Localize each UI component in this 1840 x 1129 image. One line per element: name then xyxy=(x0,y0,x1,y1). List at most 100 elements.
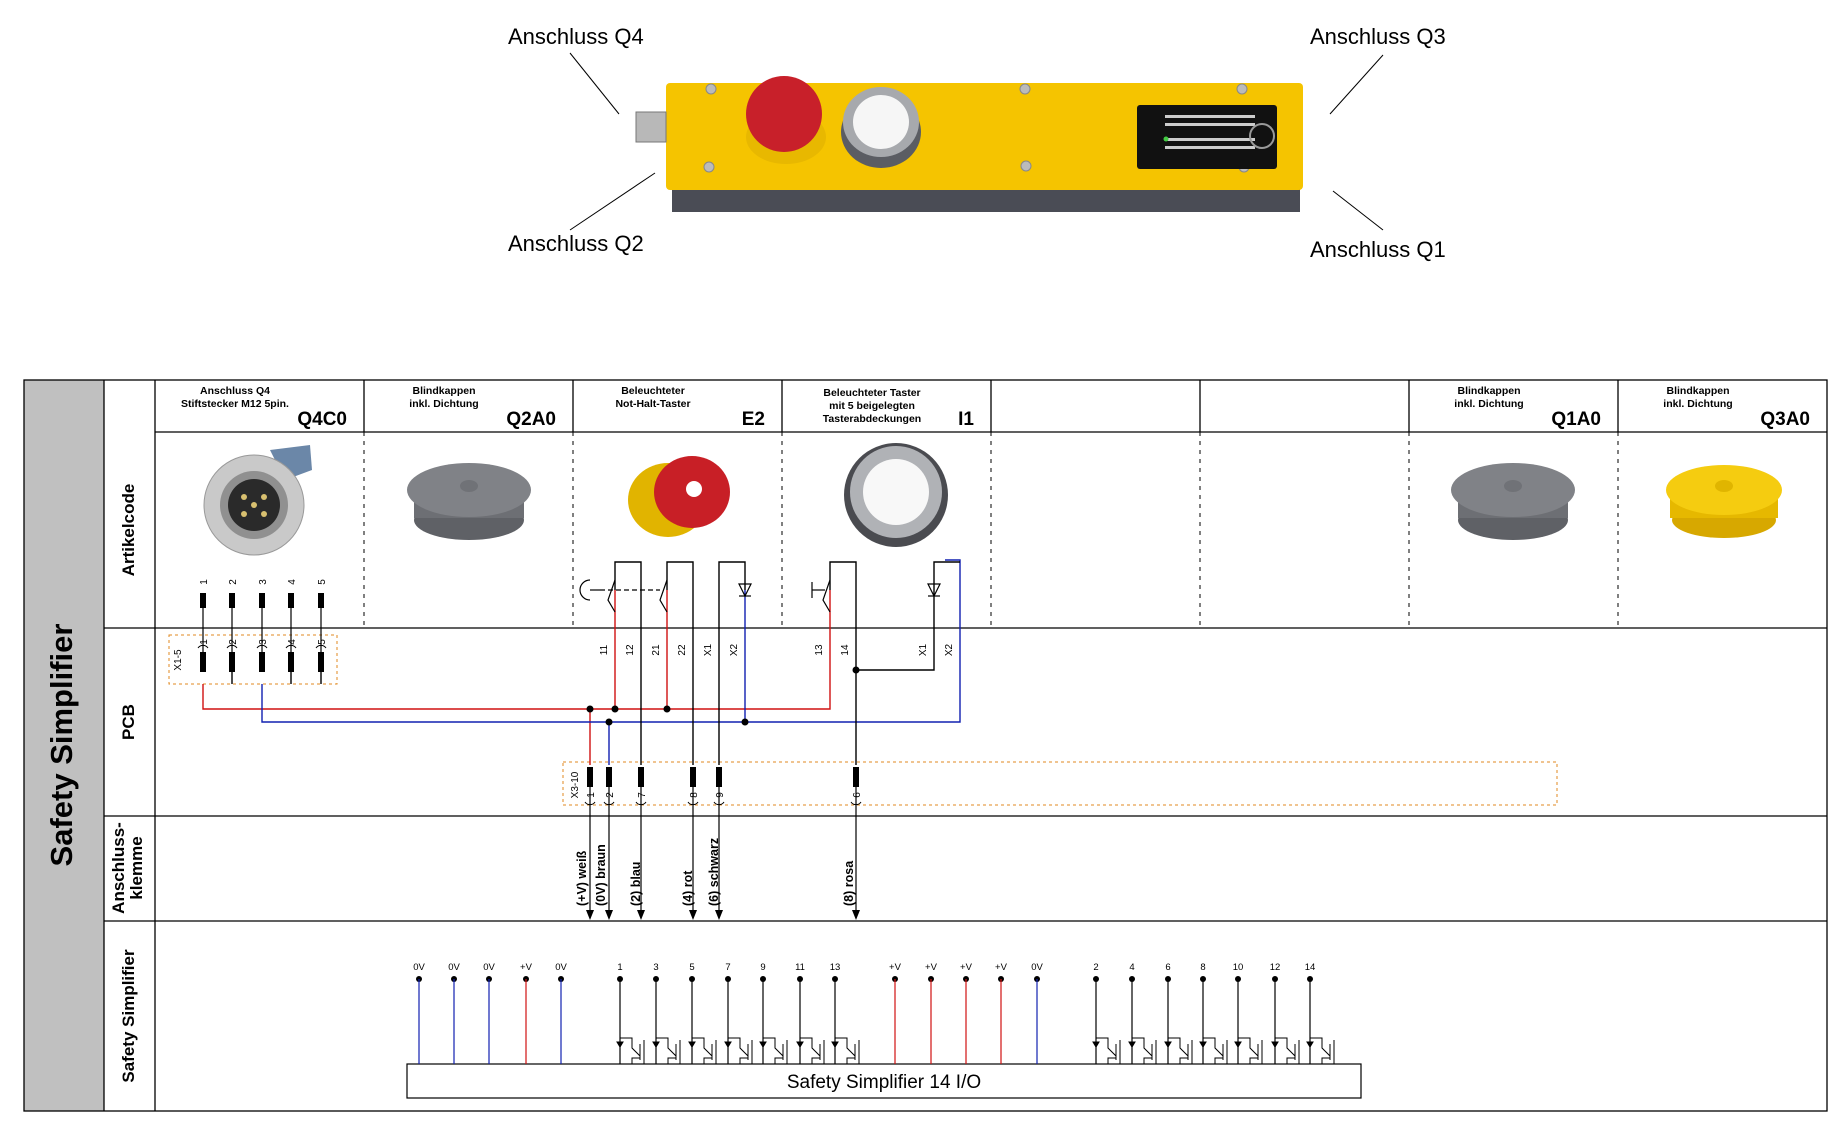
column-desc: inkl. Dichtung xyxy=(409,398,478,410)
pin-block xyxy=(318,593,324,608)
illuminated-button-i1-image xyxy=(844,443,948,547)
terminal-label: +V xyxy=(520,962,533,973)
arrow-down-icon xyxy=(689,910,697,920)
transistor-icon xyxy=(1164,1037,1193,1064)
transistor-icon xyxy=(1092,1037,1121,1064)
wire-label: (4) rot xyxy=(681,870,695,906)
e2-contact-label: 21 xyxy=(651,644,662,656)
callout-q4: Anschluss Q4 xyxy=(508,24,644,49)
connector-x1-box xyxy=(168,634,338,685)
terminal-label: 8 xyxy=(1200,962,1205,973)
connector-pin-label: 5 xyxy=(317,579,328,585)
wire-label: (+V) weiß xyxy=(575,850,589,906)
terminal-label: +V xyxy=(925,962,938,973)
connector-x3-label: X3-10 xyxy=(570,771,581,798)
illuminated-button-icon xyxy=(853,95,909,149)
transistor-icon xyxy=(1306,1037,1335,1064)
socket-icon xyxy=(197,644,209,649)
side-title: Safety Simplifier xyxy=(44,624,79,867)
terminal-label: +V xyxy=(995,962,1008,973)
transistor-icon xyxy=(1199,1037,1228,1064)
socket-number: 1 xyxy=(586,792,597,798)
column-dividers xyxy=(363,432,1619,628)
pin-block xyxy=(587,767,593,787)
socket-number: 3 xyxy=(258,639,269,645)
column-desc: Blindkappen xyxy=(1457,385,1520,397)
terminal-label: 2 xyxy=(1093,962,1098,973)
estop-contact-symbol xyxy=(579,579,668,613)
article-code: I1 xyxy=(958,409,974,430)
m12-connector-stub xyxy=(635,111,667,143)
pin-block xyxy=(690,767,696,787)
transistor-icon xyxy=(759,1037,788,1064)
e2-contact-label: 11 xyxy=(599,644,610,655)
transistor-icon xyxy=(652,1037,681,1064)
e2-contact-label: 22 xyxy=(677,644,688,656)
e2-contact-label: X2 xyxy=(729,643,740,656)
socket-number: 2 xyxy=(228,639,239,645)
e2-contact-label: X1 xyxy=(703,643,714,656)
terminal-label: 0V xyxy=(555,962,567,973)
table-grid xyxy=(23,379,1828,1112)
wire-label: (8) rosa xyxy=(842,860,856,906)
article-code: Q1A0 xyxy=(1551,409,1601,430)
transistor-icon xyxy=(1128,1037,1157,1064)
pin-block xyxy=(259,652,265,672)
terminal-label: 0V xyxy=(413,962,425,973)
terminal-label: 9 xyxy=(760,962,765,973)
article-code: E2 xyxy=(742,409,765,430)
socket-icon xyxy=(315,644,327,649)
row-label-anschluss: Anschluss- xyxy=(109,822,128,914)
transistor-icon xyxy=(1271,1037,1300,1064)
column-desc: Not-Halt-Taster xyxy=(615,398,690,410)
terminal-label: 3 xyxy=(653,962,658,973)
callout-q2: Anschluss Q2 xyxy=(508,231,644,256)
pin-block xyxy=(200,593,206,608)
pushbutton-contact-symbol xyxy=(811,579,831,613)
i1-contact-label: X2 xyxy=(944,643,955,656)
socket-number: 7 xyxy=(637,792,648,798)
terminal-wires: (+V) weiß(0V) braun(2) blau(4) rot(6) sc… xyxy=(575,787,860,920)
terminal-label: 0V xyxy=(1031,962,1043,973)
pin-block xyxy=(318,652,324,672)
row-label-safety-simplifier: Safety Simplifier xyxy=(119,949,138,1083)
row-label-artikelcode: Artikelcode xyxy=(119,484,138,577)
transistor-icon xyxy=(616,1037,645,1064)
pin-block xyxy=(200,652,206,672)
column-desc: Stiftstecker M12 5pin. xyxy=(181,398,289,410)
terminal-label: +V xyxy=(960,962,973,973)
column-desc: Tasterabdeckungen xyxy=(823,413,921,425)
socket-number: 2 xyxy=(605,792,616,798)
callout-q3: Anschluss Q3 xyxy=(1310,24,1446,49)
column-desc: Beleuchteter xyxy=(621,385,685,397)
wire-label: (0V) braun xyxy=(594,844,608,906)
socket-number: 9 xyxy=(715,792,726,798)
arrow-down-icon xyxy=(852,910,860,920)
terminal-label: 6 xyxy=(1165,962,1170,973)
article-code: Q4C0 xyxy=(297,409,347,430)
article-code: Q2A0 xyxy=(506,409,556,430)
connector-x1-label: X1-5 xyxy=(173,649,184,671)
wire-label: (6) schwarz xyxy=(707,838,721,906)
terminal-label: 5 xyxy=(689,962,694,973)
pin-block xyxy=(606,767,612,787)
column-desc: Blindkappen xyxy=(1666,385,1729,397)
i1-contact-label: 13 xyxy=(814,644,825,656)
socket-icon xyxy=(256,644,268,649)
transistor-icon xyxy=(1234,1037,1263,1064)
safety-simplifier-title: Safety Simplifier 14 I/O xyxy=(787,1072,981,1093)
column-desc: inkl. Dichtung xyxy=(1663,398,1732,410)
side-panel xyxy=(24,380,104,1111)
blind-cap-q3a0-image xyxy=(1666,465,1782,538)
column-desc: Blindkappen xyxy=(412,385,475,397)
transistor-icon xyxy=(796,1037,825,1064)
column-desc: mit 5 beigelegten xyxy=(829,400,915,412)
status-led-panel xyxy=(1137,105,1277,169)
terminal-label: 7 xyxy=(725,962,730,973)
pin-block xyxy=(853,767,859,787)
blind-cap-q1a0-image xyxy=(1451,463,1575,540)
